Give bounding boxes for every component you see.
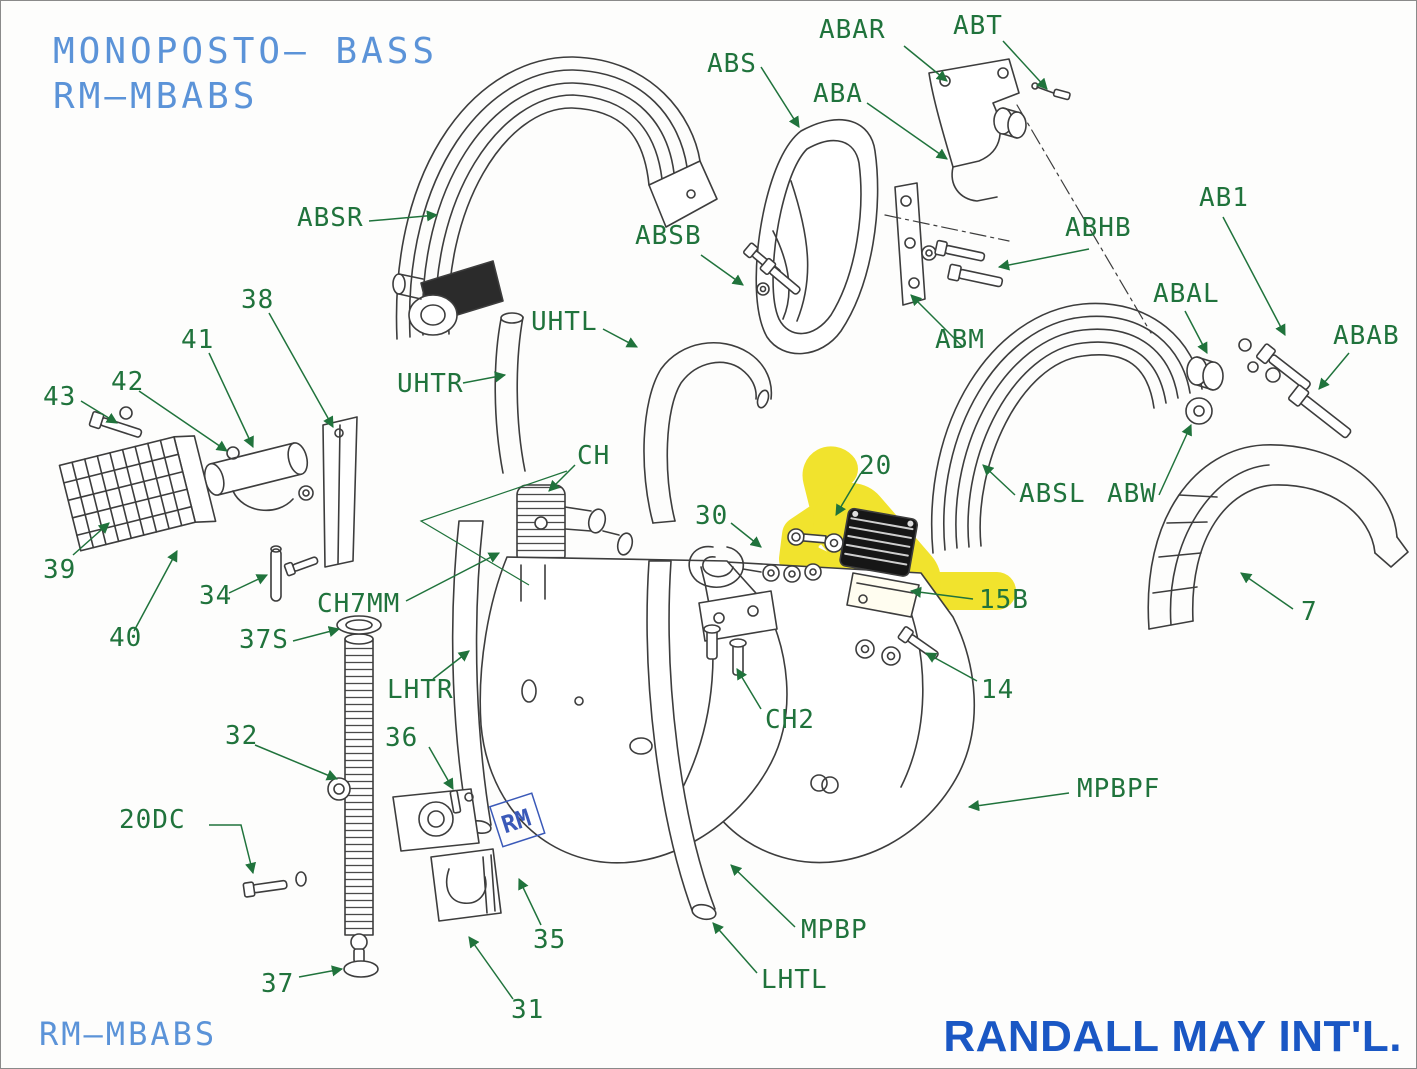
part-label-15b: 15B [979,585,1029,615]
part-label-abhb: ABHB [1065,213,1132,243]
part-label-20: 20 [859,451,893,481]
part-label-uhtr: UHTR [397,369,464,399]
post-32-drawing [327,615,502,978]
part-label-uhtl: UHTL [531,307,598,337]
part-label-36: 36 [385,723,419,753]
part-label-abw: ABW [1107,479,1157,509]
part-label-mpbp: MPBP [801,915,868,945]
part-label-lhtl: LHTL [761,965,828,995]
part-label-41: 41 [181,325,215,355]
part-label-30: 30 [695,501,729,531]
part-label-abs: ABS [707,49,757,79]
part-label-32: 32 [225,721,259,751]
j-hook-drawing [688,545,822,589]
part-label-lhtr: LHTR [387,675,454,705]
footer-model-code: RM—MBABS [39,1015,218,1053]
part-label-abm: ABM [935,325,985,355]
leader-extra-lines [419,470,568,586]
part-label-35: 35 [533,925,567,955]
part-label-14: 14 [981,675,1015,705]
part-15b-drawing [839,507,920,618]
part-label-20dc: 20DC [119,805,186,835]
part-label-34: 34 [199,581,233,611]
part-label-39: 39 [43,555,77,585]
part-label-40: 40 [109,623,143,653]
leader-arrows [72,40,1350,1000]
shoulder-strap-right-drawing [392,56,718,340]
bolt-20dc-drawing [242,871,307,898]
part-label-absb: ABSB [635,221,702,251]
part-label-ab1: AB1 [1199,183,1249,213]
part-label-absl: ABSL [1019,479,1086,509]
back-pad-drawing [755,118,926,355]
top-bracket-drawing [743,58,1152,334]
part-label-abal: ABAL [1153,279,1220,309]
part-label-abt: ABT [953,11,1003,41]
part-label-abab: ABAB [1333,321,1400,351]
part-label-absr: ABSR [297,203,364,233]
part-label-37: 37 [261,969,295,999]
drawing-title-line2: RM—MBABS [53,76,259,117]
ch2-bracket-drawing [698,590,778,676]
lower-tubes-drawing [451,520,717,921]
brand-name: RANDALL MAY INT'L. [943,1012,1402,1061]
part-label-abar: ABAR [819,15,886,45]
lower-band-drawing [1147,444,1409,630]
center-mast-drawing [494,312,773,566]
part-label-31: 31 [511,995,545,1025]
left-clamp-drawing [58,406,358,602]
part-label-38: 38 [241,285,275,315]
shoulder-strap-left-drawing [930,302,1352,554]
part-label-ch7mm: CH7MM [317,589,401,619]
part-label-aba: ABA [813,79,863,109]
part-label-43: 43 [43,382,77,412]
part-label-ch: CH [577,441,611,471]
part-label-mpbpf: MPBPF [1077,774,1161,804]
part-label-7: 7 [1301,597,1318,627]
part-label-ch2: CH2 [765,705,815,735]
part-label-42: 42 [111,367,145,397]
drawing-title: MONOPOSTO— BASS RM—MBABS [53,29,438,119]
drawing-title-line1: MONOPOSTO— BASS [53,31,439,72]
part-label-37s: 37S [239,625,289,655]
